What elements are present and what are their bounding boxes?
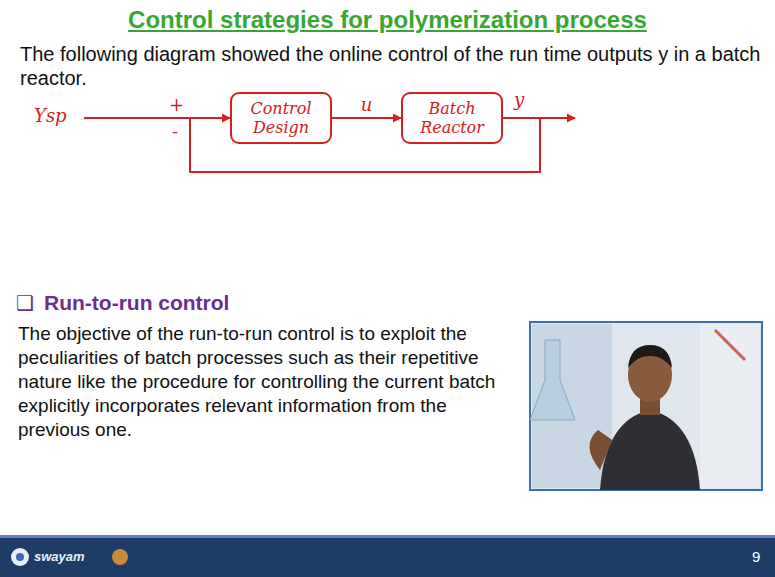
signal-label: u xyxy=(359,95,375,115)
node-text: Batch Reactor xyxy=(412,99,492,137)
output-wire xyxy=(503,117,575,119)
video-inset xyxy=(530,322,762,490)
body-text: The objective of the run-to-run control … xyxy=(18,322,523,442)
feedback-arrow xyxy=(190,118,540,172)
controller-box: Control Design xyxy=(230,92,332,144)
input-wire xyxy=(84,117,190,119)
footer-bar xyxy=(0,535,775,577)
reactor-box: Batch Reactor xyxy=(401,92,503,144)
node-text: Control Design xyxy=(241,99,321,137)
slide-title: Control strategies for polymerization pr… xyxy=(0,6,775,34)
bullet-mark: ❑ xyxy=(16,290,34,316)
setpoint-label: Ysp xyxy=(34,106,67,126)
section-heading: Run-to-run control xyxy=(44,290,229,316)
intro-text: The following diagram showed the online … xyxy=(20,42,765,90)
sign-label: - xyxy=(172,122,178,142)
logo-text: swayam xyxy=(34,548,85,566)
output-label: y xyxy=(514,90,524,110)
page-number: 9 xyxy=(752,547,760,567)
sign-label: + xyxy=(169,95,184,115)
signal-arrow xyxy=(332,117,401,119)
